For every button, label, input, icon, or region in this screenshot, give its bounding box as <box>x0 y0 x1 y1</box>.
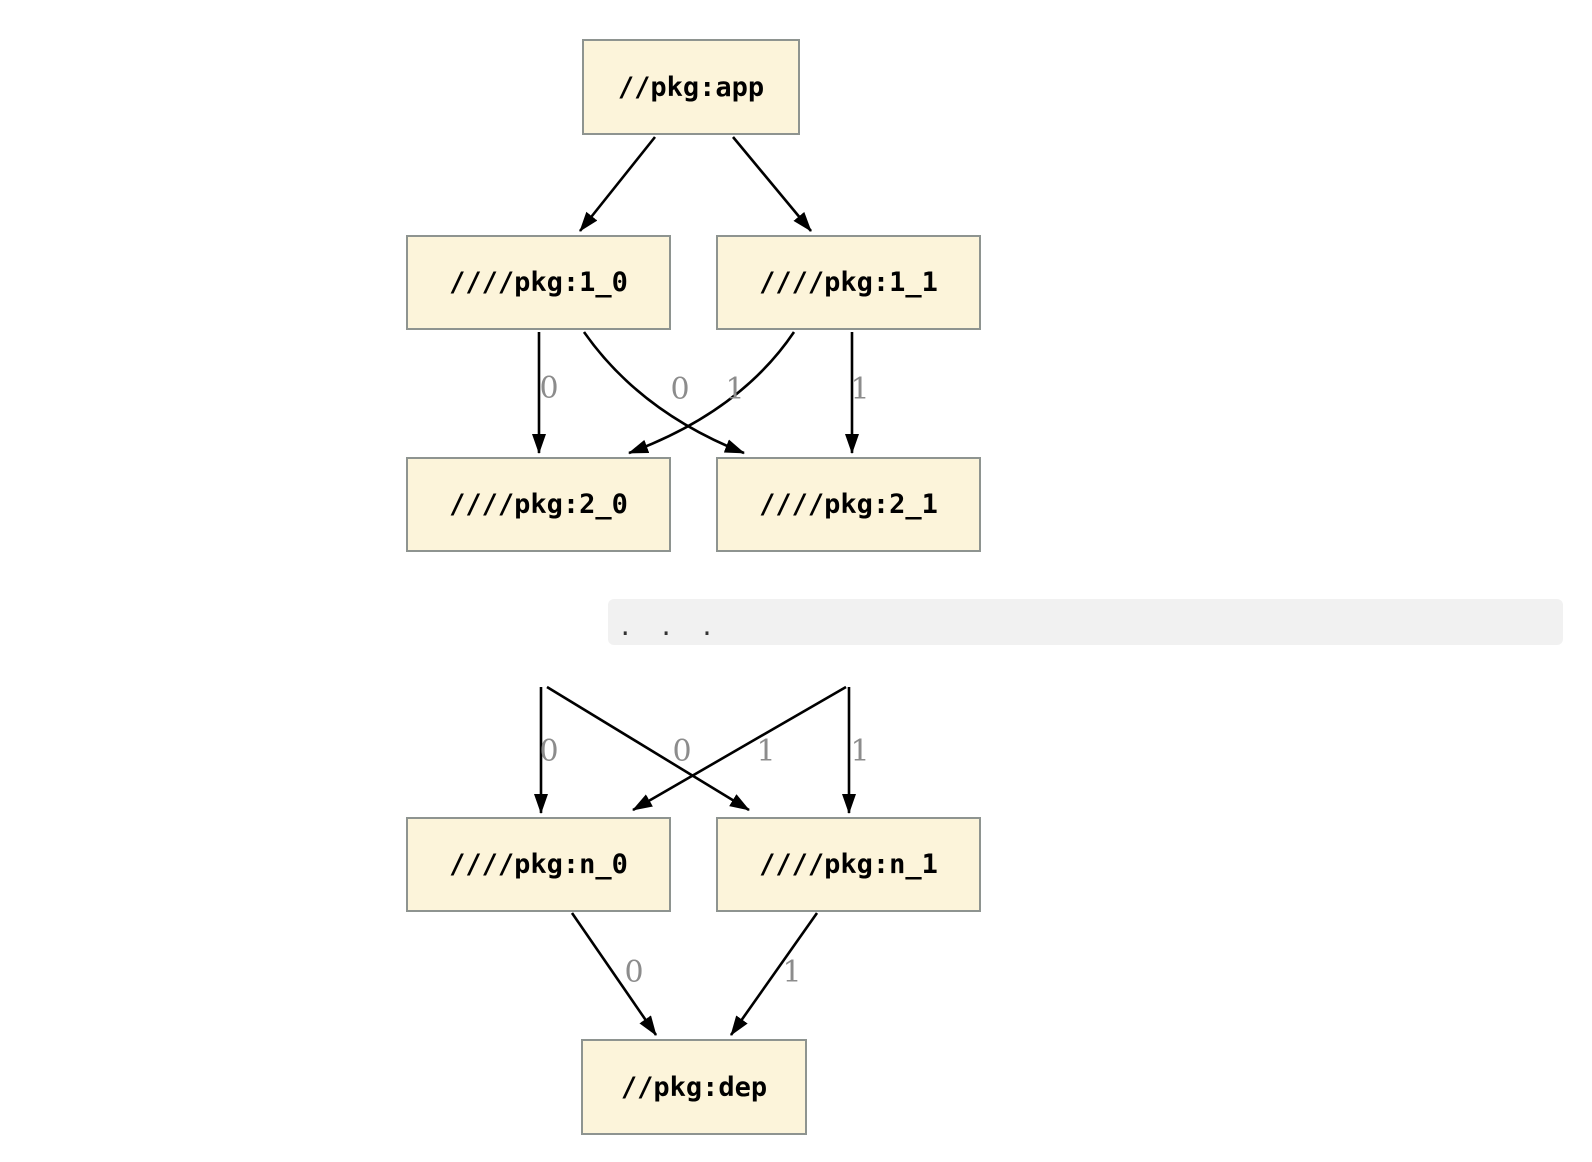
node-pkg-n_1: ////pkg:n_1 <box>716 817 981 912</box>
edge-label-1_0-to-2_0: 0 <box>539 371 559 406</box>
edge-app-to-1_1 <box>731 136 813 232</box>
edge-1_1-to-2_0 <box>628 331 796 455</box>
node-pkg-dep: //pkg:dep <box>581 1039 807 1135</box>
node-pkg-app-label: //pkg:app <box>617 71 765 103</box>
edge-app-to-1_0 <box>578 136 657 232</box>
edge-ellipsis-to-n_0-cross <box>632 685 847 812</box>
node-pkg-1_0: ////pkg:1_0 <box>406 235 671 330</box>
node-pkg-2_0: ////pkg:2_0 <box>406 457 671 552</box>
edge-label-mid-left-0: 0 <box>539 734 559 769</box>
edge-label-mid-right-1: 1 <box>850 734 870 769</box>
edge-n_1-to-dep <box>729 912 819 1036</box>
node-pkg-1_1-label: ////pkg:1_1 <box>759 267 938 298</box>
node-pkg-2_1-label: ////pkg:2_1 <box>759 489 938 520</box>
edge-label-mid-cross-1: 1 <box>756 734 776 769</box>
edge-label-1_1-to-2_1: 1 <box>850 372 870 407</box>
node-pkg-2_1: ////pkg:2_1 <box>716 457 981 552</box>
edge-1_0-to-2_1 <box>582 331 745 455</box>
node-pkg-n_0: ////pkg:n_0 <box>406 817 671 912</box>
edge-label-1_0-to-2_1: 0 <box>670 372 690 407</box>
node-pkg-n_1-label: ////pkg:n_1 <box>759 849 938 880</box>
edge-n_0-to-dep <box>570 912 658 1036</box>
node-pkg-2_0-label: ////pkg:2_0 <box>449 489 628 520</box>
node-pkg-1_0-label: ////pkg:1_0 <box>449 267 628 298</box>
node-pkg-n_0-label: ////pkg:n_0 <box>449 849 628 880</box>
node-pkg-app: //pkg:app <box>582 39 800 135</box>
node-pkg-1_1: ////pkg:1_1 <box>716 235 981 330</box>
edge-ellipsis-to-n_1-cross <box>546 685 750 812</box>
edge-label-n_0-to-dep: 0 <box>624 955 644 990</box>
ellipsis-label: . . . <box>618 613 721 641</box>
ellipsis-band: . . . <box>608 599 1563 645</box>
edge-label-1_1-to-2_0: 1 <box>725 372 745 407</box>
edge-label-mid-cross-0: 0 <box>672 734 692 769</box>
edge-label-n_1-to-dep: 1 <box>782 955 802 990</box>
node-pkg-dep-label: //pkg:dep <box>620 1071 768 1103</box>
